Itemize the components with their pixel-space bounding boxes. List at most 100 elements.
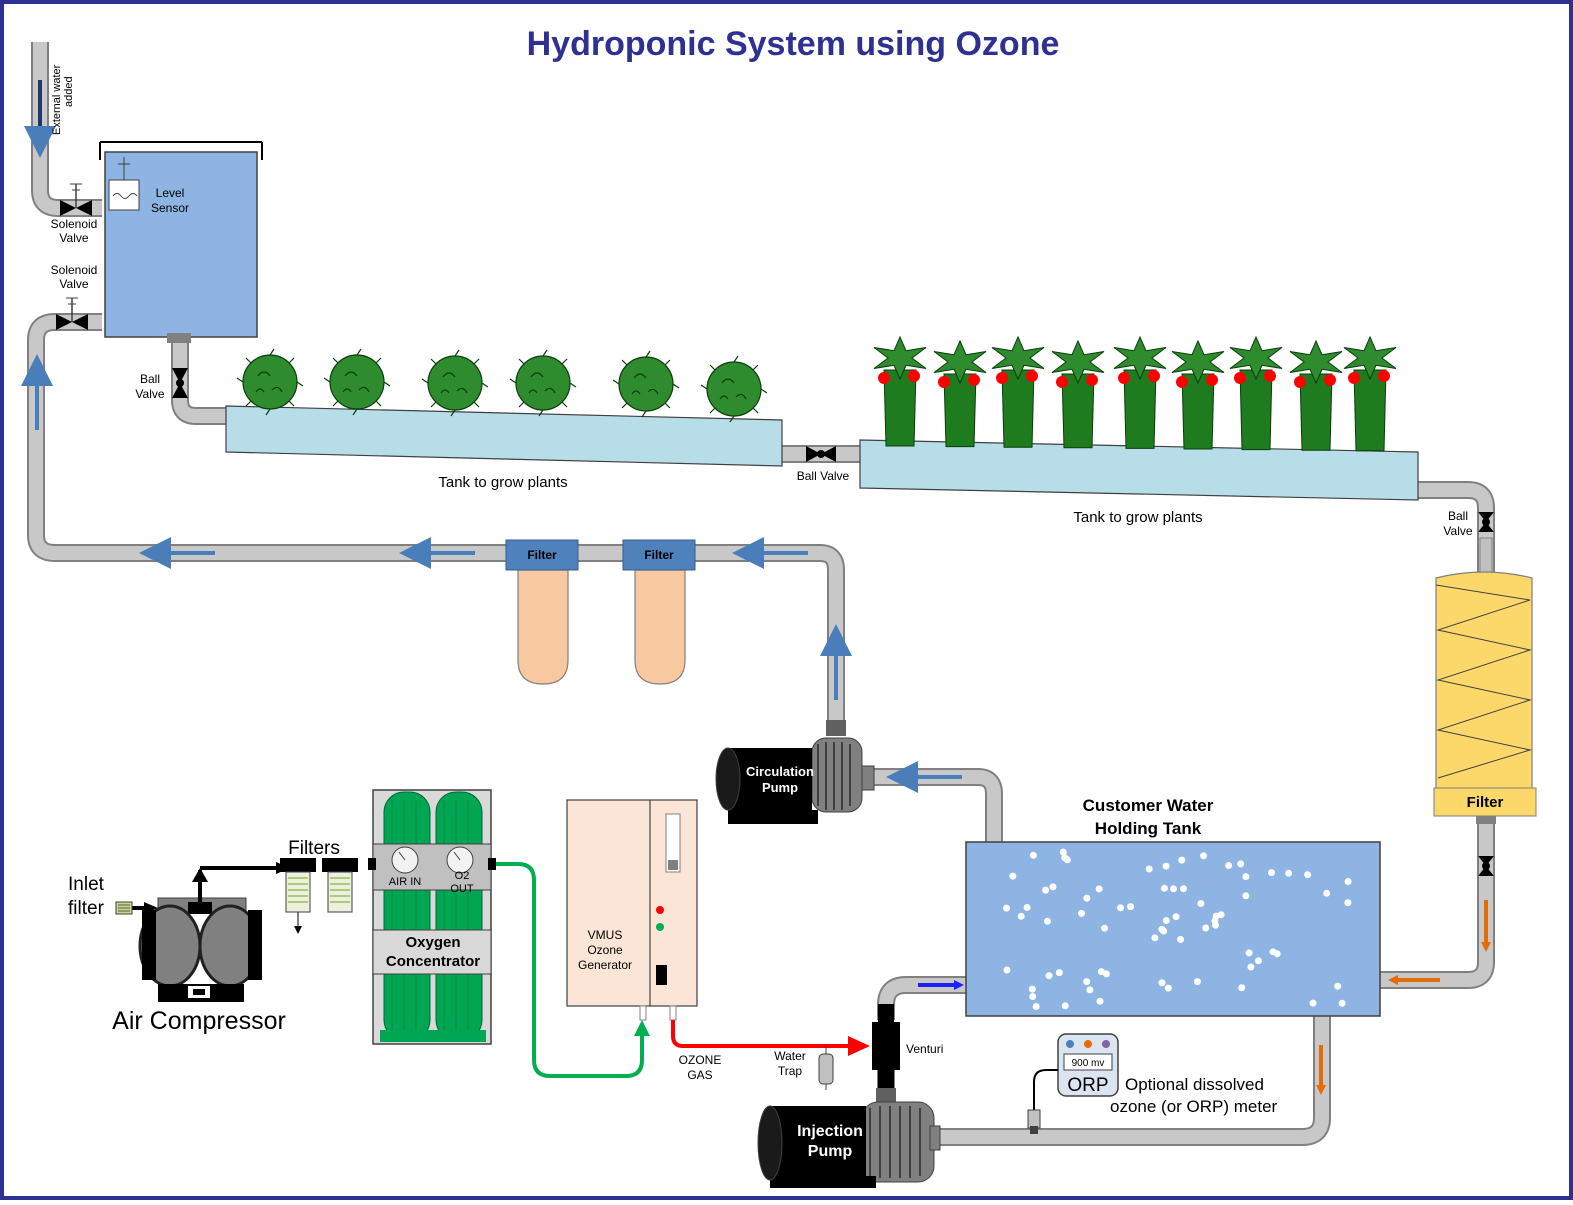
bubble — [1323, 889, 1331, 897]
bubble — [1095, 885, 1103, 893]
inlet-filter-icon — [115, 901, 133, 915]
diagram-title: Hydroponic System using Ozone — [527, 25, 1060, 63]
inlet-filter-label-2: filter — [68, 898, 105, 919]
ball-valve-middle-label: Ball Valve — [797, 469, 850, 483]
ozone-gas-label: OZONE — [679, 1053, 722, 1067]
bubble — [1242, 873, 1250, 881]
bubble — [1101, 924, 1109, 932]
tomato-plant — [1171, 339, 1225, 450]
tomato-plant — [1051, 339, 1105, 449]
bubble — [1247, 963, 1255, 971]
bubble — [1029, 851, 1037, 859]
bubble — [1245, 949, 1253, 957]
bubble — [1344, 899, 1352, 907]
orp-caption-2: ozone (or ORP) meter — [1110, 1097, 1278, 1116]
solenoid-top-label: Solenoid — [51, 217, 98, 231]
bubble — [1029, 993, 1037, 1000]
bubble — [1097, 968, 1105, 976]
air-compressor-label: Air Compressor — [112, 1007, 286, 1035]
bubble — [1255, 957, 1262, 965]
bubble — [1202, 924, 1210, 932]
inlet-filter-label: Inlet — [68, 874, 105, 895]
ball-valve-right-label-2: Valve — [1443, 524, 1472, 538]
bubble — [1238, 984, 1246, 992]
bubble — [1028, 985, 1036, 993]
filter-cartridge-a — [505, 539, 579, 685]
tomato-plant — [873, 335, 927, 447]
ball-valve-left — [172, 368, 188, 398]
bubble — [1268, 869, 1275, 877]
bubble — [1217, 911, 1225, 919]
level-sensor — [108, 157, 140, 211]
bubble — [1304, 871, 1312, 879]
oxygen-concentrator-label: Oxygen — [405, 934, 460, 951]
tomato-plant — [1229, 335, 1283, 451]
injection-pump — [757, 1088, 941, 1188]
svg-text:External water: External water — [51, 64, 63, 135]
bubble — [1061, 1002, 1069, 1010]
ozone-generator-label: VMUS — [588, 928, 623, 942]
circulation-pump-label: Circulation — [746, 764, 814, 779]
big-filter — [1433, 537, 1537, 876]
customer-tank-label-2: Holding Tank — [1095, 819, 1202, 838]
grow-tank-2 — [859, 439, 1419, 501]
bubble — [1177, 936, 1184, 943]
bubble — [1160, 884, 1168, 892]
solenoid-bottom-label: Solenoid — [51, 263, 98, 277]
bubble — [1017, 912, 1025, 920]
tomato-plant — [933, 339, 987, 448]
filter-cartridge-b — [622, 539, 696, 685]
bubble — [1197, 900, 1205, 907]
bubble — [1285, 869, 1293, 877]
ozone-generator — [566, 799, 698, 1021]
grow-tank-1 — [225, 405, 783, 467]
venturi — [872, 1004, 900, 1088]
bubble — [1042, 886, 1050, 894]
water-trap — [818, 1046, 834, 1090]
orp-caption: Optional dissolved — [1125, 1075, 1264, 1094]
customer-water-tank — [965, 841, 1381, 1017]
bubble — [1145, 865, 1153, 873]
bubble — [1200, 852, 1208, 860]
bubble — [1059, 848, 1067, 856]
bubble — [1096, 997, 1104, 1005]
big-filter-label: Filter — [1467, 794, 1504, 811]
bubble — [1225, 862, 1233, 869]
bubble — [1127, 903, 1135, 911]
air-compressor — [130, 862, 290, 1002]
solenoid-bottom-label-2: Valve — [59, 277, 88, 291]
bubble — [1180, 885, 1187, 893]
injection-pump-label: Injection — [797, 1123, 863, 1140]
level-sensor-label: Level — [156, 186, 185, 200]
water-trap-label: Water — [774, 1049, 806, 1063]
bubble — [1003, 904, 1010, 912]
bubble — [1172, 913, 1180, 921]
orp-meter — [1027, 1033, 1119, 1134]
solenoid-valve-top — [60, 183, 92, 216]
bubble — [1083, 894, 1091, 902]
air-in-label: AIR IN — [389, 876, 421, 888]
orp-reading: 900 mv — [1072, 1058, 1105, 1069]
filter-a-label: Filter — [527, 548, 557, 562]
solenoid-valve-bottom — [56, 297, 88, 330]
tomato-plant — [1289, 339, 1343, 451]
oxygen-concentrator — [368, 789, 496, 1045]
bubble — [1003, 966, 1011, 974]
tomato-plant — [991, 335, 1045, 448]
ball-valve-left-label-2: Valve — [135, 387, 164, 401]
bubble — [1170, 885, 1177, 893]
bubble — [1193, 978, 1201, 986]
ozone-generator-label-2: Ozone — [587, 943, 623, 957]
bubble — [1083, 978, 1091, 986]
tomato-plants — [873, 335, 1397, 452]
bubble — [1023, 904, 1031, 911]
bubble — [1338, 999, 1346, 1007]
injection-pump-label-2: Pump — [808, 1143, 853, 1160]
ozone-generator-label-3: Generator — [578, 958, 632, 972]
bubble — [1009, 872, 1017, 880]
bubble — [1158, 979, 1166, 987]
lettuce-plants — [236, 348, 768, 423]
bubble — [1162, 917, 1170, 924]
water-trap-label-2: Trap — [778, 1064, 803, 1078]
bubble — [1334, 982, 1342, 990]
